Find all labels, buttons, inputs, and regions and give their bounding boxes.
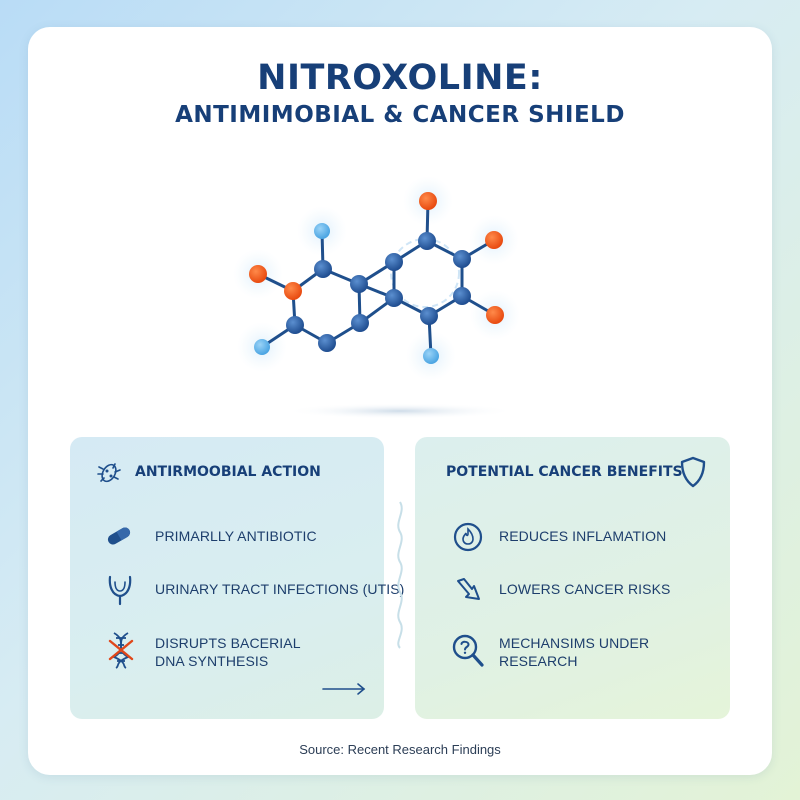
list-item: PRIMARLLY ANTIBIOTIC bbox=[155, 528, 317, 544]
list-item: MECHANSIMS UNDER bbox=[499, 635, 650, 651]
bacterium-icon bbox=[97, 463, 121, 483]
arrow-down-right-icon bbox=[457, 578, 480, 600]
molecule-atoms bbox=[249, 192, 504, 364]
molecule-illustration bbox=[233, 176, 520, 419]
list-item: RESEARCH bbox=[499, 653, 578, 669]
antimicrobial-panel bbox=[70, 437, 384, 719]
list-item: LOWERS CANCER RISKS bbox=[499, 581, 671, 597]
antimicrobial-heading: ANTIRMOOBIAL ACTION bbox=[135, 464, 321, 480]
list-item: URINARY TRACT INFECTIONS (UTIS) bbox=[155, 581, 405, 597]
bladder-icon bbox=[108, 575, 132, 606]
shield-icon bbox=[680, 456, 706, 488]
cancer-benefits-heading: POTENTIAL CANCER BENEFITS bbox=[446, 464, 683, 480]
cancer-benefits-panel bbox=[415, 437, 730, 719]
list-item: DISRUPTS BACERIAL bbox=[155, 635, 301, 651]
source-footnote: Source: Recent Research Findings bbox=[299, 742, 501, 757]
wavy-divider bbox=[397, 501, 403, 649]
flame-circle-icon bbox=[453, 522, 483, 552]
molecule-shadow bbox=[285, 403, 515, 419]
page-title: NITROXOLINE: bbox=[257, 58, 543, 98]
capsule-icon bbox=[107, 527, 131, 545]
magnifier-question-icon bbox=[452, 634, 484, 667]
list-item: DNA SYNTHESIS bbox=[155, 653, 269, 669]
page-subtitle: ANTIMIMOBIAL & CANCER SHIELD bbox=[175, 102, 625, 128]
dna-blocked-icon bbox=[108, 632, 134, 669]
list-item: REDUCES INFLAMATION bbox=[499, 528, 667, 544]
arrow-right-icon bbox=[322, 683, 366, 695]
atom-halos bbox=[233, 176, 520, 381]
